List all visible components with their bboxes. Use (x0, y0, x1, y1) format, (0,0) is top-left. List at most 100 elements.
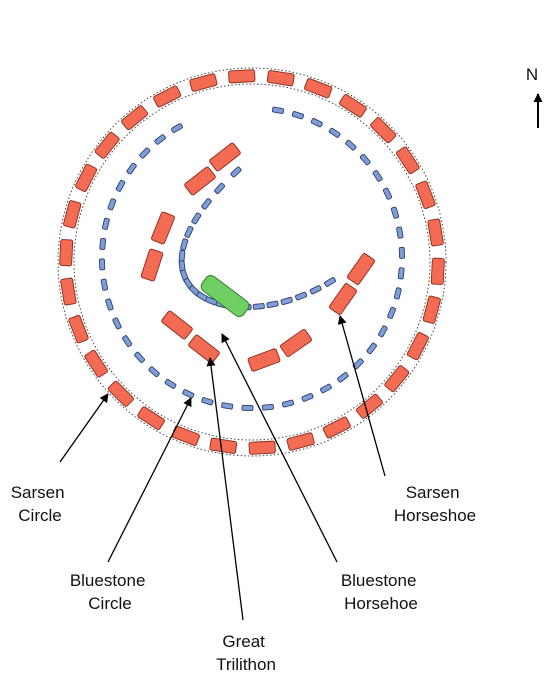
bluestone-circle-stone (378, 325, 388, 338)
bluestone-horseshoe-label-line1: Bluestone (341, 571, 417, 590)
bluestone-circle-stone (301, 393, 314, 402)
sarsen-circle-stone (286, 432, 315, 451)
sarsen-horseshoe-stones (140, 142, 376, 372)
bluestone-circle-stones (98, 106, 405, 411)
sarsen-circle-stone (84, 349, 109, 378)
bluestone-circle-stone (201, 397, 214, 406)
bluestone-horseshoe-stone (324, 277, 336, 287)
bluestone-circle-stone (221, 402, 234, 410)
bluestone-circle-stone (99, 237, 107, 251)
sarsen-horseshoe-stone (161, 310, 193, 340)
bluestone-circle-label: Bluestone Circle (70, 571, 150, 613)
north-label: N (526, 65, 538, 84)
bluestone-circle-stone (310, 118, 323, 128)
bluestone-horseshoe-stone (295, 291, 308, 301)
bluestone-circle-stone (112, 317, 122, 330)
sarsen-circle-stone (189, 73, 218, 92)
sarsen-circle-stone (384, 365, 410, 393)
bluestone-circle-stone (122, 335, 133, 347)
bluestone-circle-stone (102, 217, 110, 230)
bluestone-circle-stone (171, 123, 183, 133)
bluestone-circle-stone (328, 127, 341, 138)
bluestone-circle-stone (291, 111, 304, 120)
great-trilithon-label-line2: Trilithon (216, 655, 276, 674)
sarsen-circle-stone (137, 406, 165, 430)
sarsen-circle-stone (266, 70, 295, 87)
bluestone-circle-label-line1: Bluestone (70, 571, 146, 590)
bluestone-circle-stone (271, 106, 285, 114)
bluestone-horseshoe-stone (309, 285, 322, 295)
bluestone-circle-stone (372, 170, 383, 182)
bluestone-circle-stone (105, 298, 114, 311)
bluestone-circle-stone (241, 404, 254, 411)
bluestone-circle-stone (98, 258, 106, 271)
great-trilithon-label-line1: Great (222, 632, 265, 651)
sarsen-horseshoe-stone (280, 328, 312, 358)
sarsen-circle-stone (355, 393, 383, 419)
bluestone-circle-stone (337, 372, 349, 383)
bluestone-circle-stone (345, 139, 357, 151)
sarsen-horseshoe-stone (188, 334, 220, 364)
sarsen-circle-stone (75, 163, 98, 192)
bluestone-horseshoe-stone (184, 225, 194, 238)
sarsen-circle-stone (406, 332, 429, 361)
bluestone-horseshoe-label: Bluestone Horsehoe (341, 571, 421, 613)
bluestone-horseshoe-pointer (221, 333, 338, 563)
sarsen-circle-stone (322, 416, 351, 439)
sarsen-circle-pointer (59, 393, 109, 463)
sarsen-circle-stone (427, 218, 444, 247)
great-trilithon-pointer (206, 357, 244, 621)
bluestone-circle-stone (182, 389, 195, 399)
bluestone-circle-stone (366, 342, 377, 355)
bluestone-horseshoe-stone (252, 303, 265, 310)
sarsen-circle-stone (304, 78, 333, 99)
sarsen-circle-stone (94, 131, 120, 159)
bluestone-circle-stone (387, 306, 396, 319)
sarsen-horseshoe-stone (346, 253, 376, 285)
sarsen-horseshoe-stone (151, 211, 175, 245)
sarsen-horseshoe-stone (184, 166, 216, 196)
great-trilithon-stone (200, 275, 250, 317)
bluestone-circle-stone (115, 179, 126, 192)
great-trilithon-label: Great Trilithon (216, 632, 276, 674)
bluestone-circle-stone (398, 246, 405, 259)
sarsen-circle-stone (107, 380, 134, 407)
bluestone-circle-stone (107, 198, 117, 211)
bluestone-circle-stone (393, 287, 402, 300)
sarsen-circle-stone (60, 277, 77, 306)
sarsen-horseshoe-stone (247, 348, 281, 372)
bluestone-horseshoe-label-line2: Horsehoe (344, 594, 418, 613)
bluestone-horseshoe-stone (214, 182, 226, 194)
sarsen-circle-stone (422, 295, 441, 324)
sarsen-horseshoe-pointer (337, 315, 386, 477)
sarsen-circle-outer-outline (57, 67, 447, 457)
bluestone-circle-stone (139, 147, 151, 159)
bluestone-horseshoe-stone (280, 296, 293, 306)
bluestone-circle-label-line2: Circle (88, 594, 131, 613)
bluestone-horseshoe-stone (266, 300, 279, 309)
sarsen-circle-stone (370, 117, 397, 144)
bluestone-horseshoe-stone (178, 249, 186, 262)
sarsen-horseshoe-label: Sarsen Horseshoe (394, 483, 476, 525)
bluestone-horseshoe-stone (201, 198, 212, 210)
bluestone-circle-stone (126, 162, 137, 175)
sarsen-horseshoe-stone (328, 283, 358, 315)
bluestone-circle-pointer (107, 397, 192, 563)
sarsen-circle-stone (395, 146, 420, 175)
sarsen-circle-stone (415, 180, 436, 210)
bluestone-horseshoe-stone (191, 212, 202, 225)
bluestone-circle-stone (154, 134, 166, 145)
sarsen-circle-stones (59, 69, 445, 455)
bluestone-circle-stone (382, 187, 393, 200)
bluestone-circle-stone (164, 378, 177, 389)
sarsen-horseshoe-label-line2: Horseshoe (394, 506, 476, 525)
bluestone-circle-stone (359, 153, 371, 166)
bluestone-horseshoe-stone (180, 238, 189, 251)
sarsen-circle-label-line2: Circle (18, 506, 61, 525)
sarsen-circle-stone (68, 314, 89, 344)
bluestone-circle-stone (134, 351, 145, 363)
sarsen-circle-stone (209, 437, 238, 454)
sarsen-circle-stone (121, 105, 149, 131)
sarsen-circle-label: Sarsen Circle (11, 483, 70, 525)
